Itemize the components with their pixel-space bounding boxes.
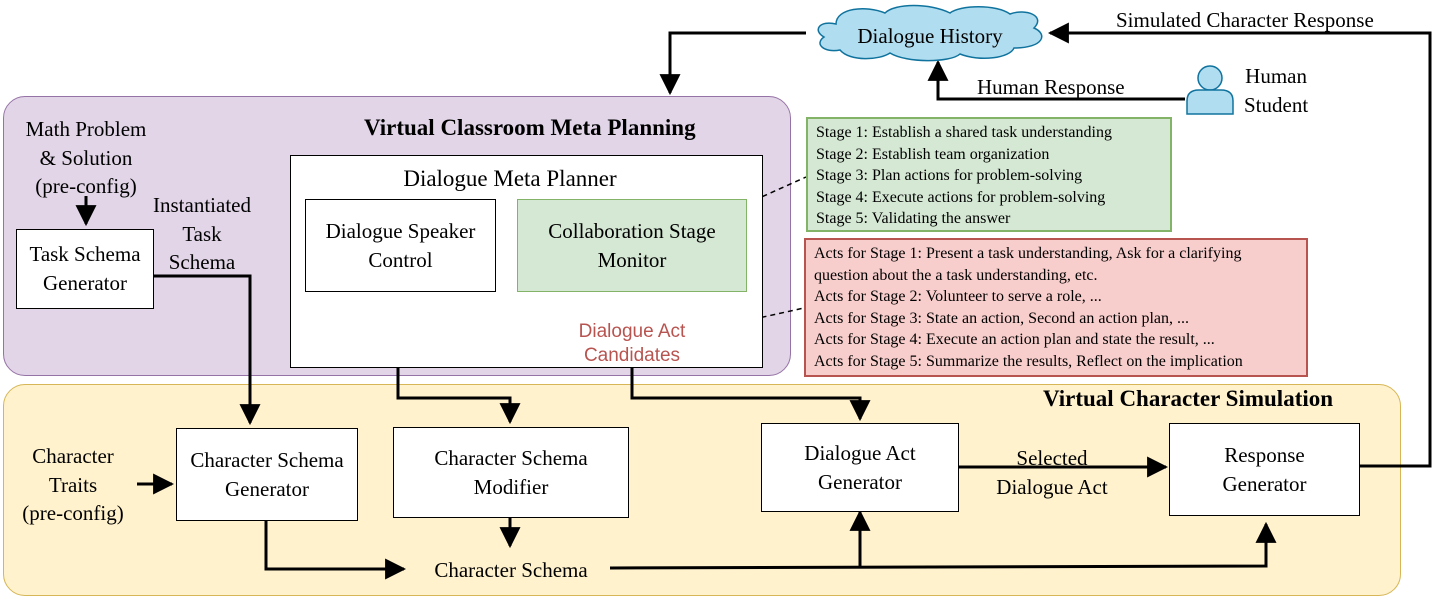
character-schema-generator: Character Schema Generator [176,428,358,521]
simulated-response-label: Simulated Character Response [1116,8,1374,32]
dialogue-act-generator: Dialogue Act Generator [761,423,959,512]
dialogue-speaker-control: Dialogue Speaker Control [305,199,496,292]
collaboration-stage-monitor: Collaboration Stage Monitor [517,199,747,292]
act-item: Acts for Stage 1: Present a task underst… [814,245,1242,262]
stage-item: Stage 3: Plan actions for problem-solvin… [816,167,1083,185]
task-schema-to-character-generator-arrow [154,274,261,426]
human-response-arrow [927,59,1185,101]
act-item: question about the a task understanding,… [814,266,1098,284]
character-simulation-title: Virtual Character Simulation [1043,386,1334,411]
stage-item: Stage 5: Validating the answer [816,210,1011,228]
act-item: Acts for Stage 4: Execute an action plan… [814,331,1215,349]
character-schema-modifier: Character Schema Modifier [393,427,629,518]
human-response-label: Human Response [977,75,1125,99]
collaboration-stages-list: Stage 1: Establish a shared task underst… [806,117,1172,232]
act-item: Acts for Stage 2: Volunteer to serve a r… [814,288,1102,306]
dialogue-meta-planner-title: Dialogue Meta Planner [403,166,617,191]
dialogue-history-label: Dialogue History [857,24,1003,48]
act-item: Acts for Stage 5: Summarize the results,… [814,352,1243,370]
history-to-planning-arrow [659,31,806,96]
generator-to-schema-arrow [264,521,407,580]
character-schema-label: Character Schema [434,558,588,582]
task-schema-generator: Task Schema Generator [16,229,154,309]
dialogue-acts-list: Acts for Stage 1: Present a task underst… [804,238,1308,377]
dialogue-act-candidates-label: Dialogue Act Candidates [578,321,686,366]
schema-to-response-arrow [609,521,1277,570]
stage-item: Stage 1: Establish a shared task underst… [816,124,1112,141]
math-problem-label: Math Problem & Solution (pre-config) [25,117,147,199]
instantiated-task-schema-label: Instantiated Task Schema [153,193,251,275]
meta-planning-title: Virtual Classroom Meta Planning [364,115,696,140]
selected-dialogue-act-label: Selected Dialogue Act [996,446,1108,499]
candidates-to-act-generator-arrow [630,368,871,422]
cloud-shape [817,4,1043,62]
response-generator: Response Generator [1169,423,1360,516]
planner-to-modifier-arrow [396,368,521,425]
act-item: Acts for Stage 3: State an action, Secon… [814,309,1190,327]
simulated-response-arrow [1047,22,1432,468]
person-icon [1186,65,1234,115]
human-student-label: Human Student [1244,64,1309,117]
character-traits-label: Character Traits (pre-config) [22,444,124,526]
stage-item: Stage 2: Establish team organization [816,145,1050,163]
stage-item: Stage 4: Execute actions for problem-sol… [816,188,1106,206]
